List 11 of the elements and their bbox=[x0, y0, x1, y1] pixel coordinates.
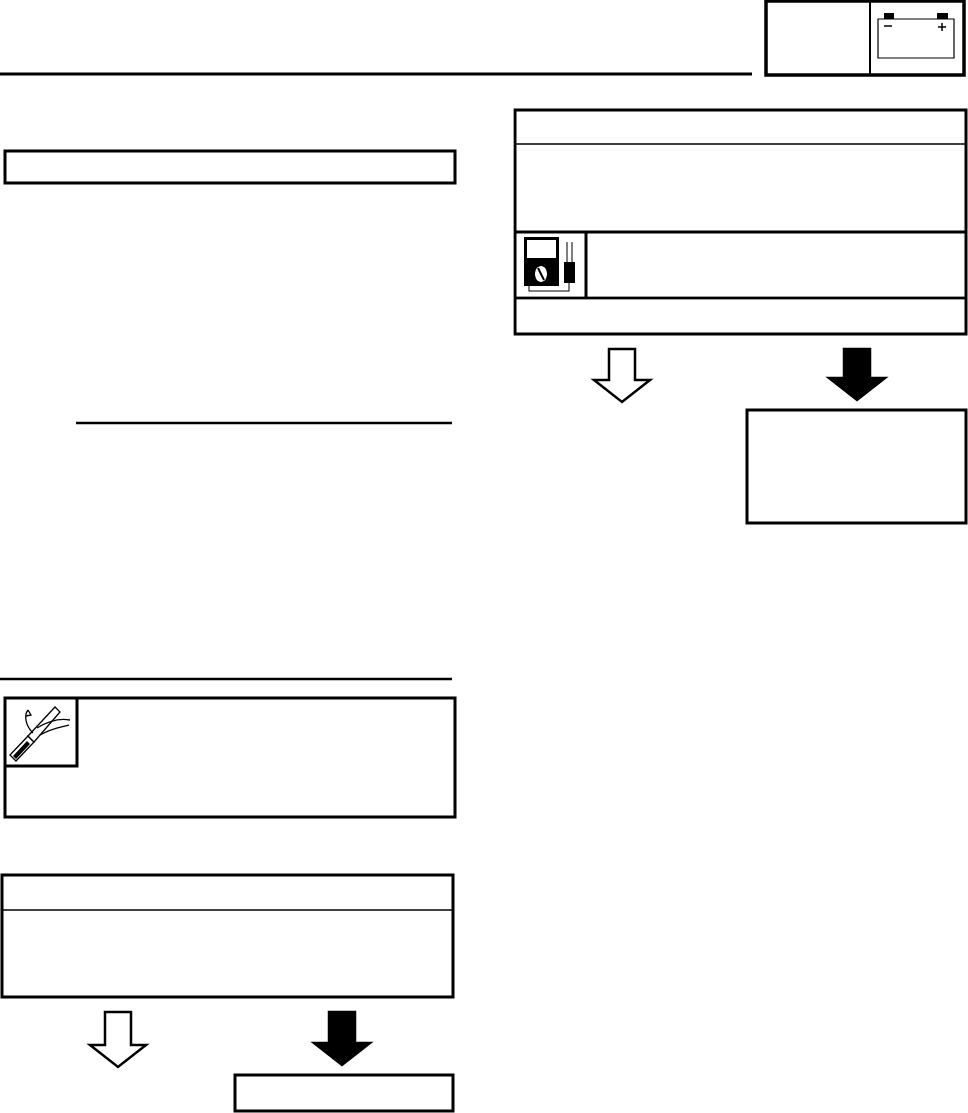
box bbox=[764, 0, 966, 77]
hollow-arrow bbox=[86, 1010, 150, 1069]
box bbox=[3, 696, 457, 819]
box bbox=[0, 873, 455, 999]
box bbox=[513, 108, 968, 336]
box bbox=[745, 408, 968, 525]
filled-arrow bbox=[310, 1010, 374, 1067]
box bbox=[233, 1073, 455, 1113]
filled-arrow bbox=[825, 347, 889, 402]
hollow-arrow bbox=[590, 347, 654, 404]
box bbox=[3, 149, 457, 185]
